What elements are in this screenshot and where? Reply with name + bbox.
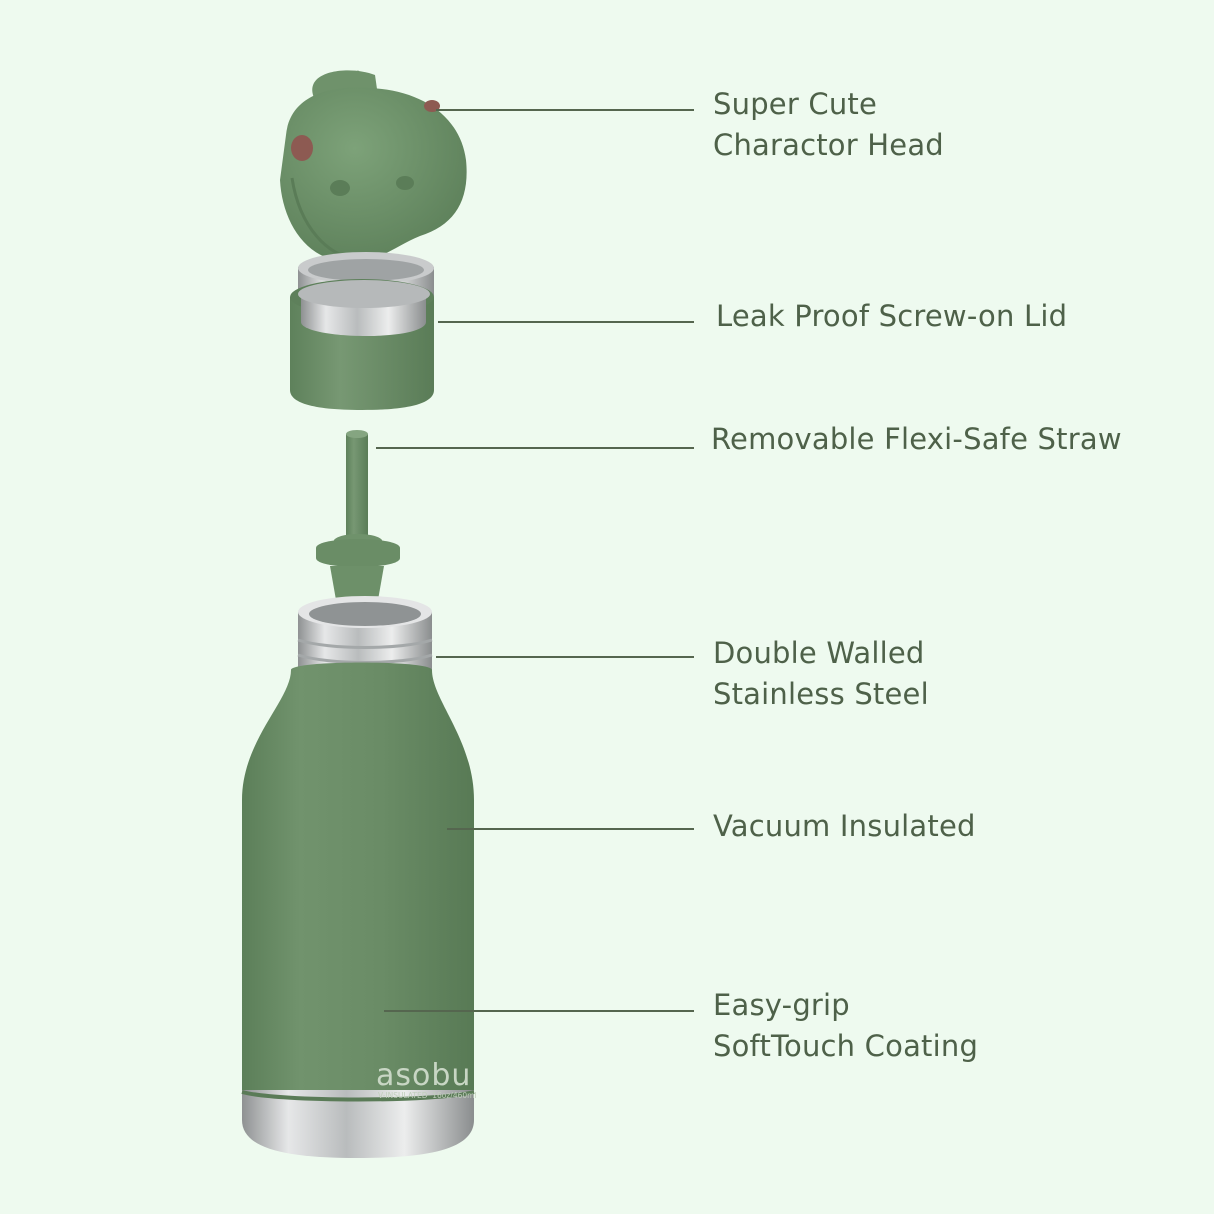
bottle-steel-base xyxy=(242,1090,474,1158)
callout-head-label: Super Cute Charactor Head xyxy=(713,87,944,162)
bottle-body xyxy=(241,662,475,1158)
head-eye-icon xyxy=(291,135,313,161)
callout-line-vacuum xyxy=(447,828,694,830)
callout-lid-label: Leak Proof Screw-on Lid xyxy=(716,299,1068,333)
brand-logo: asobu xyxy=(376,1058,471,1093)
callout-line-grip xyxy=(384,1010,694,1012)
character-head xyxy=(280,70,467,263)
brand-subtext: V-INSULATED· 16oz/460ml xyxy=(378,1091,477,1100)
screw-on-lid xyxy=(290,252,434,410)
callout-line-steel xyxy=(436,656,694,658)
callout-line-straw xyxy=(376,447,694,449)
callout-line-lid xyxy=(438,321,694,323)
callout-straw-label: Removable Flexi-Safe Straw xyxy=(711,422,1122,456)
callout-grip-label: Easy-grip SoftTouch Coating xyxy=(713,988,979,1063)
callout-vacuum-label: Vacuum Insulated xyxy=(713,809,976,843)
callout-steel-label: Double Walled Stainless Steel xyxy=(713,636,929,711)
callout-line-head xyxy=(436,109,694,111)
